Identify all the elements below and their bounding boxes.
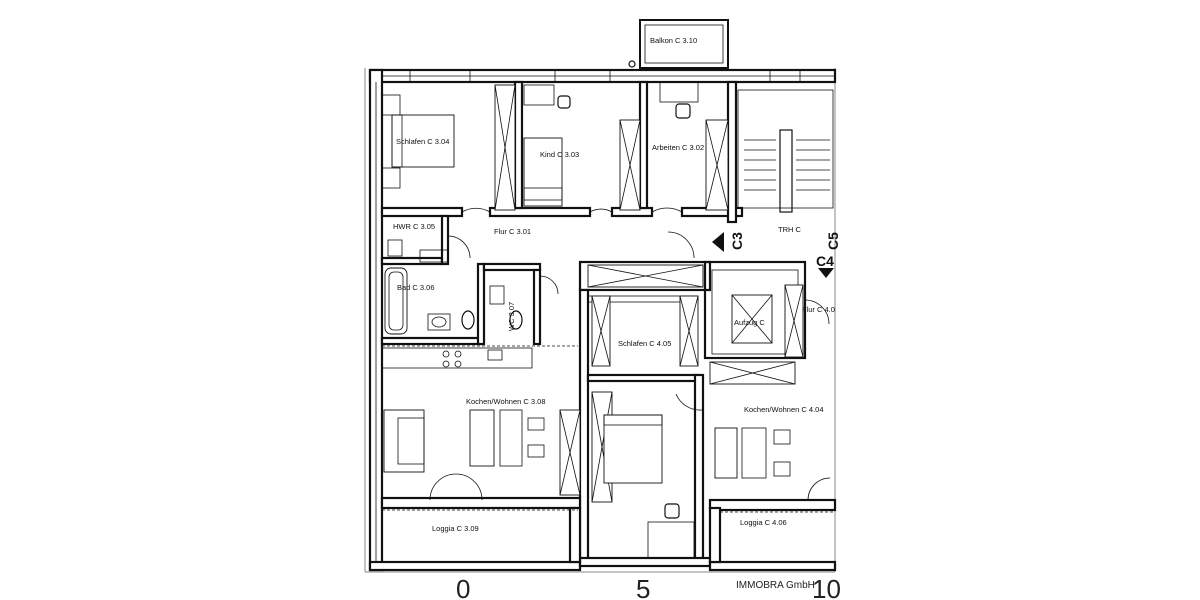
room-label-trh: TRH C xyxy=(778,225,801,234)
room-label-kochen-404: Kochen/Wohnen C 4.04 xyxy=(744,405,824,414)
balkon-structure xyxy=(628,19,729,69)
room-label-kochen-308: Kochen/Wohnen C 3.08 xyxy=(466,397,546,406)
sofa-404 xyxy=(714,427,791,479)
sheet-border xyxy=(364,68,836,573)
room-label-flur-301: Flur C 3.01 xyxy=(494,227,531,236)
room-label-schlafen-304: Schlafen C 3.04 xyxy=(396,137,449,146)
svg-text:C3: C3 xyxy=(729,232,745,250)
room-label-schlafen-405: Schlafen C 4.05 xyxy=(618,339,671,348)
wardrobe-corridor xyxy=(587,264,704,288)
toilet-wc xyxy=(489,285,523,330)
exterior-walls xyxy=(368,68,837,572)
room-label-balkon-310: Balkon C 3.10 xyxy=(650,36,697,45)
wardrobe-schlafen-405-left xyxy=(591,295,611,367)
room-label-wc-307: WC 3.07 xyxy=(507,302,516,331)
svg-text:C5: C5 xyxy=(825,232,841,250)
stove-308 xyxy=(442,349,503,368)
door-swings xyxy=(429,207,831,501)
room-label-aufzug: Aufzug C xyxy=(734,318,765,327)
hwr-appliances xyxy=(387,239,449,263)
wardrobe-kochen-308 xyxy=(559,409,581,496)
svg-text:C4: C4 xyxy=(816,253,834,269)
washbasin xyxy=(427,313,451,331)
wardrobe-flur-40 xyxy=(784,284,804,358)
room-label-arbeiten-302: Arbeiten C 3.02 xyxy=(652,143,704,152)
staircase xyxy=(737,89,834,213)
sofa-308 xyxy=(469,409,523,467)
wardrobe-kochen-404 xyxy=(709,361,796,385)
toilet-bad xyxy=(461,310,475,330)
wardrobe-kind xyxy=(494,84,516,211)
wardrobe-schlafen-405-right xyxy=(679,295,699,367)
room-label-loggia-406: Loggia C 4.06 xyxy=(740,518,787,527)
room-label-flur-40: Flur C 4.0 xyxy=(802,305,835,314)
window-marks xyxy=(409,70,801,82)
dining-308 xyxy=(383,409,545,473)
desk-schlafen-405 xyxy=(647,503,695,559)
bed-kind-303 xyxy=(523,137,563,207)
scale-label-0: 0 xyxy=(456,574,470,600)
bed-schlafen-405 xyxy=(603,414,663,484)
desk-kind xyxy=(523,84,571,109)
bed-schlafen-304 xyxy=(381,94,455,189)
room-label-kind-303: Kind C 3.03 xyxy=(540,150,579,159)
room-label-loggia-309: Loggia C 3.09 xyxy=(432,524,479,533)
wardrobe-arbeiten xyxy=(619,119,641,211)
desk-arbeiten xyxy=(659,81,699,119)
elevator-car xyxy=(731,294,773,344)
marker-c5: C5 xyxy=(825,232,841,250)
wardrobe-arbeiten-east xyxy=(705,119,729,211)
marker-c4: C4 xyxy=(816,253,834,278)
room-label-bad-306: Bad C 3.06 xyxy=(397,283,435,292)
bathtub xyxy=(384,267,408,335)
marker-c3: C3 xyxy=(712,232,745,252)
scale-label-5: 5 xyxy=(636,574,650,600)
scale-label-10: 10 xyxy=(812,574,841,600)
room-label-hwr-305: HWR C 3.05 xyxy=(393,222,435,231)
brand-label: IMMOBRA GmbH xyxy=(736,580,815,591)
